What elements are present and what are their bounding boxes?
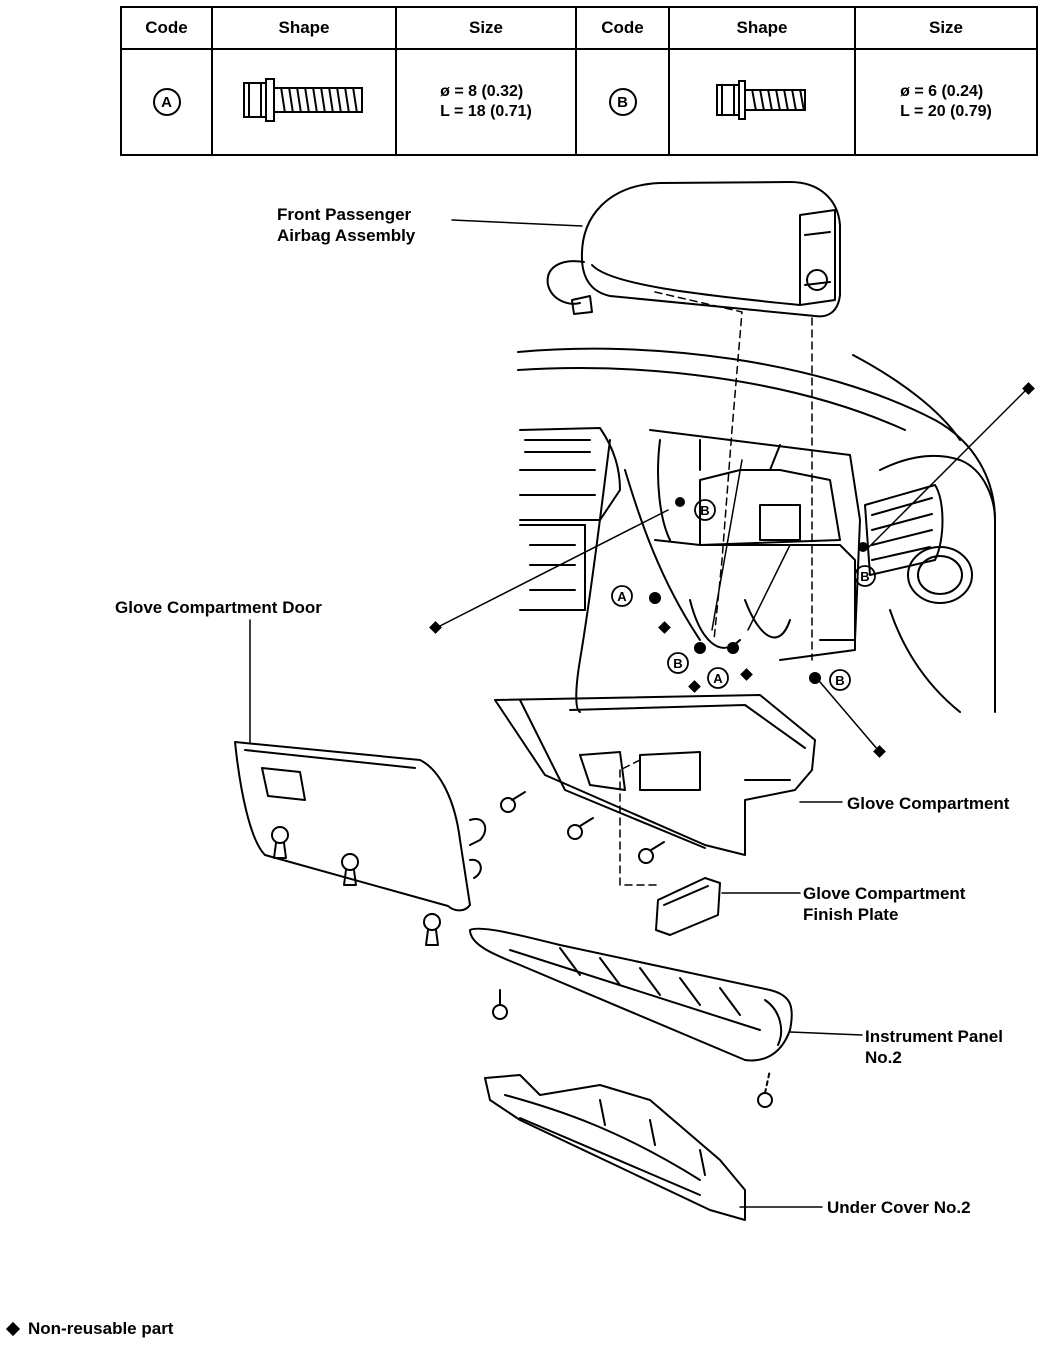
header-code: Code: [120, 6, 213, 50]
bolt-a-code-cell: A: [120, 48, 213, 156]
bolt-a-diameter: ø = 8 (0.32): [440, 83, 524, 100]
instrument-panel-outline: [517, 347, 996, 713]
finish-plate-label: Glove Compartment Finish Plate: [803, 883, 965, 925]
glove-door-label: Glove Compartment Door: [115, 598, 322, 617]
header-code: Code: [575, 6, 670, 50]
airbag-assembly: [546, 181, 841, 318]
bolt-b-shape-cell: [668, 48, 856, 156]
finish-plate: [655, 877, 721, 936]
bolt-a-code: A: [152, 88, 181, 116]
bolt-callouts: B B A B A B: [611, 499, 876, 691]
finish-plate-label-line2: Finish Plate: [803, 905, 899, 924]
glove-compartment: [494, 694, 816, 864]
instrument-panel-label-line2: No.2: [865, 1048, 902, 1067]
bolt-spec-table: Code Shape Size Code Shape Size A ø = 8 …: [120, 6, 1038, 156]
airbag-label-line1: Front Passenger: [277, 205, 412, 224]
instrument-panel-no2: [469, 927, 793, 1108]
instrument-panel-label: Instrument Panel No.2: [865, 1026, 1003, 1068]
finish-plate-label-line1: Glove Compartment: [803, 884, 966, 903]
alignment-lines: [619, 291, 813, 886]
bolt-a-length: L = 18 (0.71): [440, 103, 532, 120]
airbag-label-line2: Airbag Assembly: [277, 226, 416, 245]
header-shape: Shape: [211, 6, 397, 50]
airbag-label: Front Passenger Airbag Assembly: [277, 204, 415, 246]
bolt-marks: [649, 497, 868, 684]
bolt-b-shape-icon: [716, 79, 806, 120]
bolt-a-shape-icon: [243, 77, 363, 122]
under-cover-label: Under Cover No.2: [827, 1198, 971, 1217]
under-cover-no2: [484, 1074, 746, 1221]
bolt-a-size-cell: ø = 8 (0.32) L = 18 (0.71): [395, 48, 577, 156]
glove-compartment-label: Glove Compartment: [847, 794, 1010, 813]
bolt-b-size-cell: ø = 6 (0.24) L = 20 (0.79): [854, 48, 1038, 156]
callout-bolt-b: B: [860, 569, 869, 584]
bolt-b-diameter: ø = 6 (0.24): [900, 83, 984, 100]
bolt-b-length: L = 20 (0.79): [900, 103, 992, 120]
header-size: Size: [854, 6, 1038, 50]
bolt-a-shape-cell: [211, 48, 397, 156]
bolt-b-code-cell: B: [575, 48, 670, 156]
instrument-panel-label-line1: Instrument Panel: [865, 1027, 1003, 1046]
callout-bolt-a: A: [713, 671, 723, 686]
callout-bolt-b: B: [700, 503, 709, 518]
legend: Non-reusable part: [5, 1319, 174, 1339]
callout-bolt-a: A: [617, 589, 627, 604]
legend-text: Non-reusable part: [28, 1319, 174, 1338]
leader-lines: [249, 219, 1029, 1208]
callout-bolt-b: B: [835, 673, 844, 688]
diamond-icon: [5, 1321, 21, 1337]
header-size: Size: [395, 6, 577, 50]
glove-compartment-door: [234, 741, 487, 946]
callout-bolt-b: B: [673, 656, 682, 671]
header-shape: Shape: [668, 6, 856, 50]
bolt-b-code: B: [608, 88, 637, 116]
